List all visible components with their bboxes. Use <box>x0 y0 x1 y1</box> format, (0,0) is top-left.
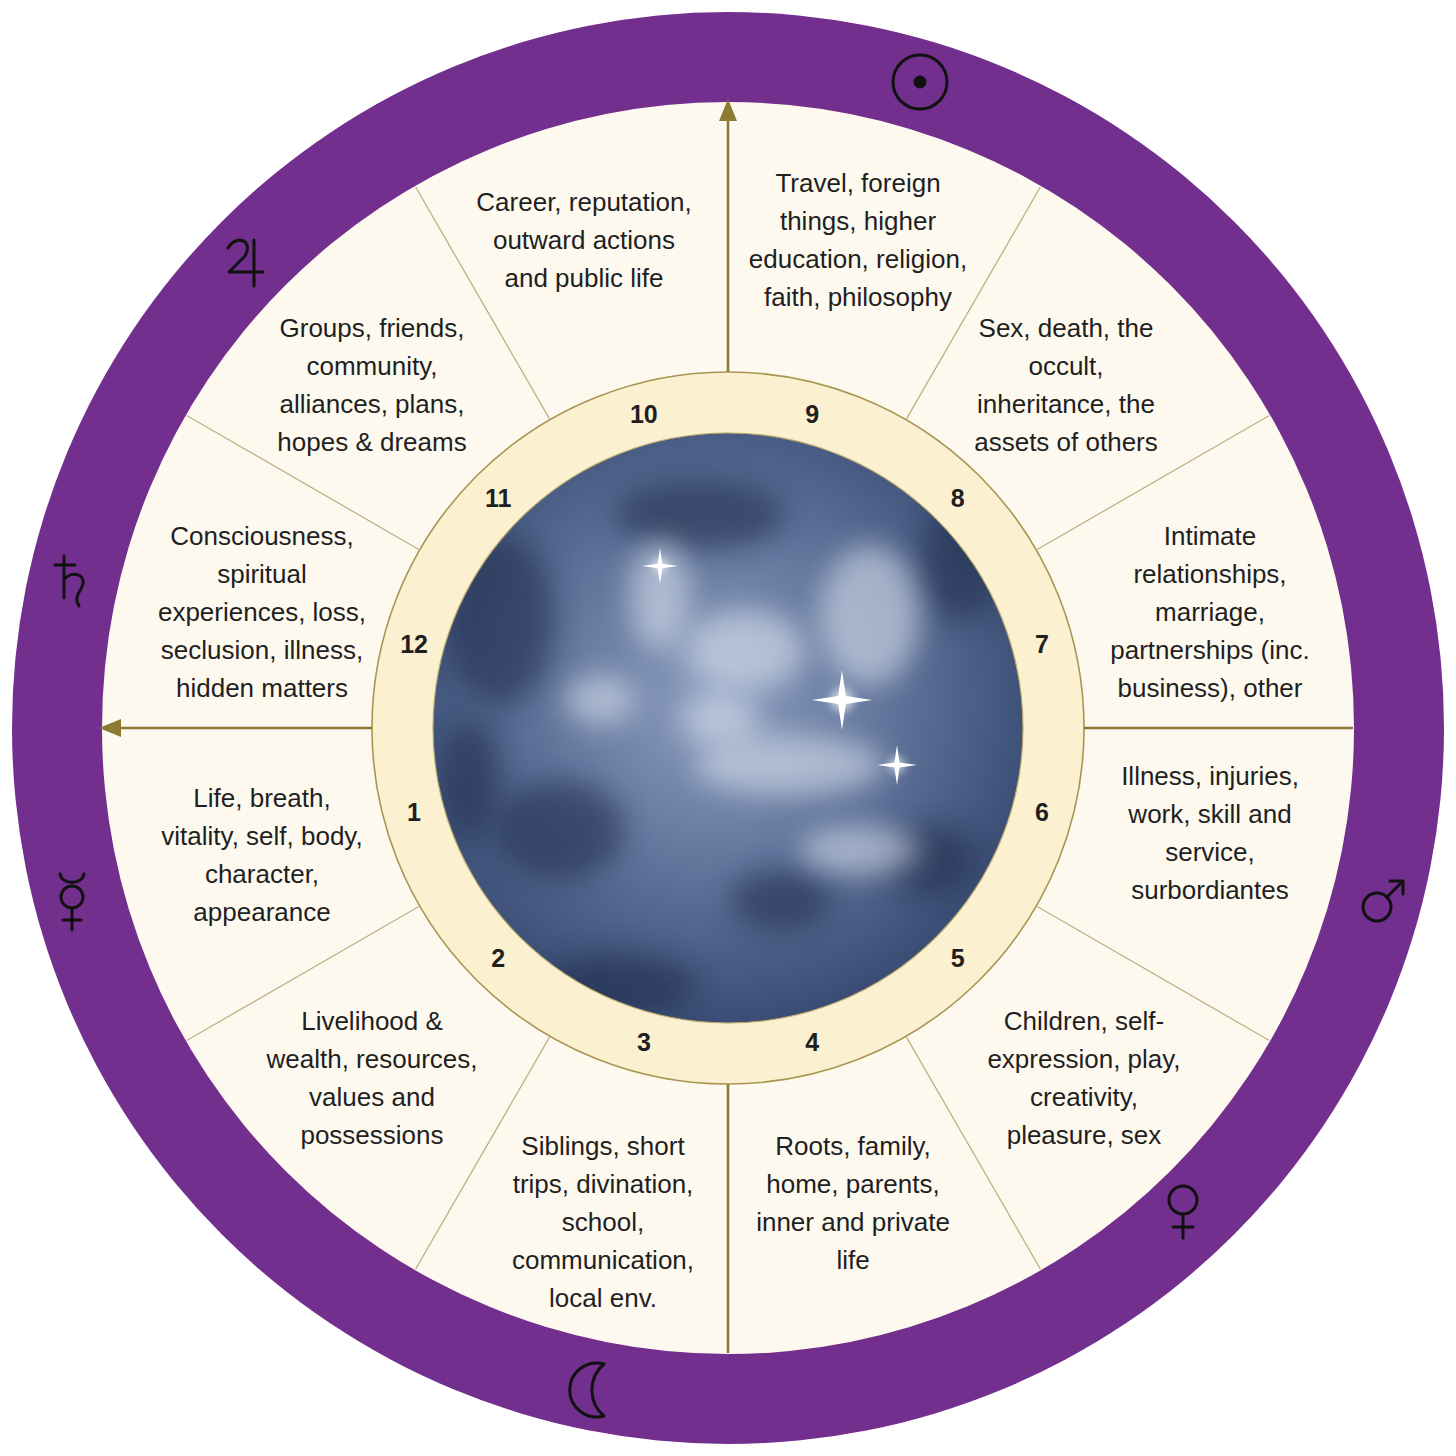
house-description: Groups, friends, community, alliances, p… <box>272 309 472 461</box>
moon-shadow <box>920 500 1000 620</box>
star <box>812 670 872 730</box>
axis-arrowhead <box>719 99 737 121</box>
house-description: Career, reputation, outward actions and … <box>468 183 700 297</box>
star <box>642 548 678 584</box>
venus-symbol <box>1169 1186 1197 1238</box>
moon-cloud <box>630 540 690 650</box>
house-description: Children, self-expression, play, creativ… <box>982 1002 1187 1154</box>
house-description: Intimate relationships, marriage, partne… <box>1097 517 1323 707</box>
house-number: 8 <box>951 483 965 513</box>
house-number: 2 <box>491 943 505 973</box>
moon-shadow <box>615 480 785 550</box>
outer-ring <box>12 12 1444 1444</box>
house-wedge <box>181 875 581 1275</box>
house-number: 11 <box>485 483 511 513</box>
moon-illustration <box>433 433 1023 1023</box>
house-description: Life, breath, vitality, self, body, char… <box>155 779 369 931</box>
star <box>877 745 917 785</box>
wheel-face <box>102 102 1354 1354</box>
house-number: 9 <box>805 399 819 429</box>
house-segment: 8Sex, death, the occult, inheritance, th… <box>875 181 1275 581</box>
axis-line <box>1084 727 1353 730</box>
axis-line <box>727 1084 730 1353</box>
jupiter-symbol <box>228 240 263 286</box>
house-segment: 6 Illness, injuries, work, skill and serv… <box>983 728 1359 1044</box>
house-segment: 1 Life, breath, vitality, self, body, cha… <box>97 727 473 1044</box>
moon-border <box>433 433 1023 1023</box>
moon-cloud <box>680 695 760 745</box>
house-description: Illness, injuries, work, skill and servi… <box>1112 757 1308 909</box>
house-segment: 3Siblings, short trips, divination, scho… <box>412 983 728 1359</box>
saturn-symbol <box>55 556 83 606</box>
house-number: 5 <box>951 943 965 973</box>
moon-cloud <box>820 545 920 685</box>
house-number: 12 <box>400 629 428 659</box>
house-segment: 4Roots, family, home, parents, inner and… <box>727 983 1044 1359</box>
moon-shadow <box>730 870 830 930</box>
mercury-symbol <box>60 874 84 930</box>
house-description: Consciousness, spiritual experiences, lo… <box>144 517 380 707</box>
house-segment: 5Children, self-expression, play, creati… <box>875 875 1275 1275</box>
house-number: 1 <box>407 797 421 827</box>
house-number: 10 <box>630 399 658 429</box>
moon-cloud <box>800 825 920 875</box>
divider-line <box>416 187 551 420</box>
house-description: Siblings, short trips, divination, schoo… <box>497 1127 709 1317</box>
house-segment: 2Livelihood & wealth, resources, values … <box>181 875 581 1275</box>
house-description: Roots, family, home, parents, inner and … <box>751 1127 956 1279</box>
divider-line <box>1036 906 1269 1041</box>
moon-shadow <box>445 535 555 705</box>
house-wedge <box>875 875 1275 1275</box>
moon-shadow <box>495 780 625 880</box>
house-number: 7 <box>1035 629 1049 659</box>
sun-symbol <box>893 55 947 109</box>
number-ring <box>372 372 1084 1084</box>
house-number: 4 <box>805 1027 819 1057</box>
axis-line <box>727 115 730 372</box>
house-segment: 12 Consciousness, spiritual experiences, … <box>97 412 473 728</box>
house-segment: 7 Intimate relationships, marriage, partn… <box>983 412 1359 729</box>
house-number: 3 <box>637 1027 651 1057</box>
moon-cloud <box>685 610 805 690</box>
moon-cloud <box>565 675 635 725</box>
moon-shadow <box>545 955 695 1015</box>
axis-line <box>115 727 372 730</box>
axis-arrowhead <box>99 719 121 737</box>
moon-disc <box>433 433 1023 1023</box>
mars-symbol <box>1363 881 1403 921</box>
house-description: Livelihood & wealth, resources, values a… <box>264 1002 480 1154</box>
house-description: Sex, death, the occult, inheritance, the… <box>969 309 1163 461</box>
moon-symbol <box>570 1363 604 1417</box>
house-segment: 9 Travel, foreign things, higher educatio… <box>728 97 1044 473</box>
house-number: 6 <box>1035 797 1049 827</box>
house-description: Travel, foreign things, higher education… <box>738 164 978 316</box>
